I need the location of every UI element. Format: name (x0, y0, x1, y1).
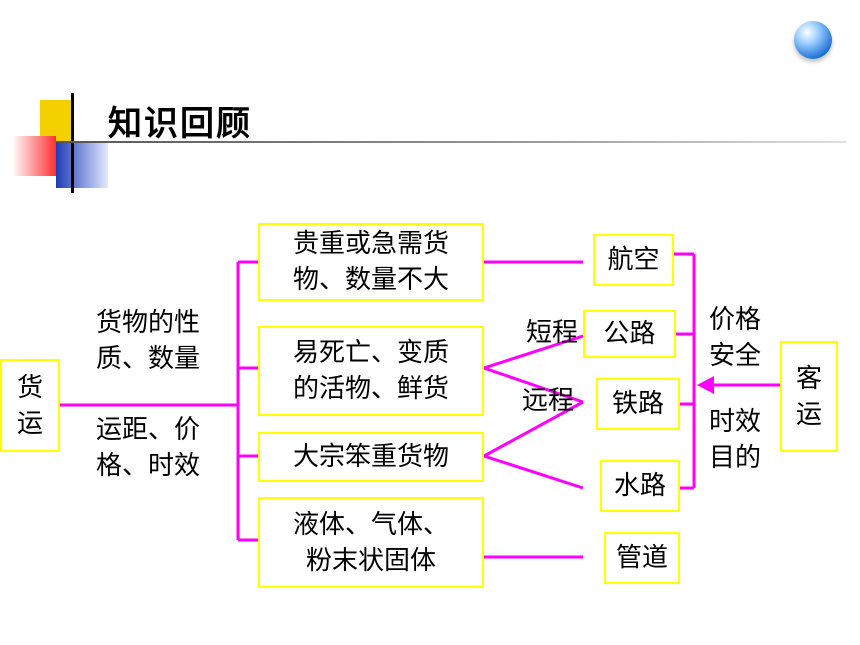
vertical-rule (71, 93, 74, 193)
cargo-liquid-line-2: 粉末状固体 (305, 545, 436, 576)
cargo-property-line-2: 质、数量 (96, 344, 201, 374)
passenger-box: 客 运 (780, 341, 838, 452)
cargo-box-valuable: 贵重或急需货 物、数量不大 (258, 223, 484, 301)
red-square (12, 136, 56, 176)
distance-price-line-1: 运距、价 (96, 415, 201, 445)
mode-box-rail: 铁路 (596, 378, 680, 430)
freight-label-line-2: 运 (16, 408, 43, 439)
mode-box-road: 公路 (583, 310, 676, 358)
distance-price-label: 运距、价 格、时效 (96, 412, 200, 484)
page-title: 知识回顾 (108, 104, 252, 144)
factor-timeliness: 时效 (709, 407, 762, 437)
factor-purpose: 目的 (709, 443, 762, 473)
cargo-perishable-line-2: 的活物、鲜货 (292, 374, 449, 404)
factor-safety: 安全 (709, 341, 762, 371)
mode-water-label: 水路 (613, 471, 666, 501)
cargo-box-liquid: 液体、气体、 粉末状固体 (258, 497, 484, 588)
yellow-square (40, 100, 72, 142)
link-bulk (480, 400, 584, 490)
mode-rail-label: 铁路 (611, 389, 664, 419)
globe-icon (794, 21, 832, 59)
cargo-property-label: 货物的性 质、数量 (96, 305, 200, 377)
mode-air-label: 航空 (607, 245, 660, 275)
freight-box: 货 运 (0, 359, 60, 452)
passenger-factors-top: 价格 安全 (709, 302, 761, 374)
mode-box-pipeline: 管道 (604, 532, 680, 584)
horizontal-rule (56, 141, 846, 143)
cargo-liquid-line-1: 液体、气体、 (292, 509, 449, 540)
link-perishable (479, 334, 584, 404)
freight-label-line-1: 货 (16, 372, 43, 403)
passenger-arrow-head (697, 376, 714, 394)
cargo-valuable-line-2: 物、数量不大 (292, 265, 449, 295)
passenger-factors-bottom: 时效 目的 (709, 404, 761, 476)
cargo-valuable-line-1: 贵重或急需货 (292, 229, 449, 259)
distance-price-line-2: 格、时效 (96, 451, 201, 481)
blue-square (56, 142, 108, 188)
passenger-label-line-1: 客 (795, 363, 822, 394)
short-distance-label: 短程 (526, 318, 579, 348)
cargo-bulk-line-1: 大宗笨重货物 (292, 442, 449, 472)
passenger-label-line-2: 运 (795, 399, 822, 430)
mode-pipeline-label: 管道 (615, 543, 668, 573)
cargo-box-bulk: 大宗笨重货物 (258, 432, 484, 482)
long-distance-label: 远程 (522, 386, 575, 416)
factor-price: 价格 (709, 305, 762, 335)
mode-box-air: 航空 (593, 234, 674, 286)
cargo-property-line-1: 货物的性 (96, 308, 201, 338)
cargo-box-perishable: 易死亡、变质 的活物、鲜货 (258, 326, 484, 416)
mode-road-label: 公路 (603, 319, 656, 349)
cargo-perishable-line-1: 易死亡、变质 (292, 338, 449, 368)
mode-box-water: 水路 (600, 460, 680, 512)
header-decoration (0, 0, 860, 200)
